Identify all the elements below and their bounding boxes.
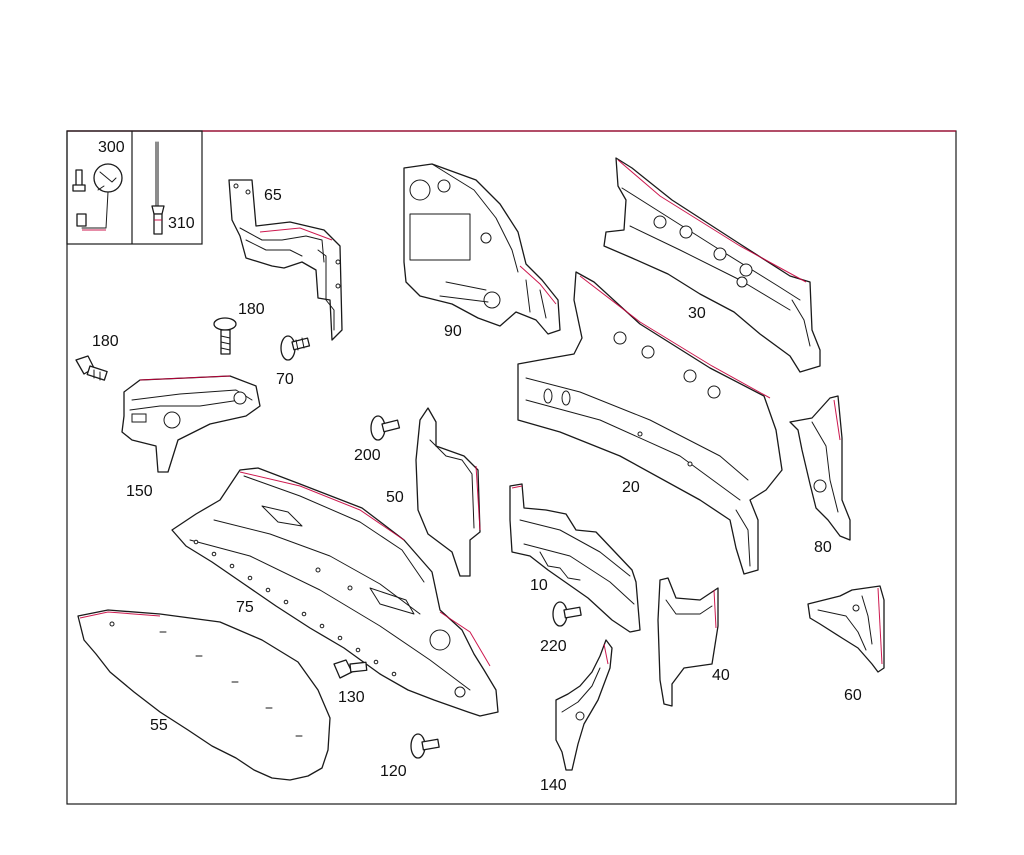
part-65-bracket[interactable] [228, 179, 343, 341]
label-130: 130 [338, 689, 365, 706]
part-180-screw-upper[interactable] [213, 317, 237, 355]
label-40: 40 [712, 667, 730, 684]
label-65: 65 [264, 187, 282, 204]
part-50-panel[interactable] [415, 407, 481, 577]
label-60: 60 [844, 687, 862, 704]
label-220: 220 [540, 638, 567, 655]
label-180-upper: 180 [238, 301, 265, 318]
label-30: 30 [688, 305, 706, 322]
label-150: 150 [126, 483, 153, 500]
part-40-panel[interactable] [657, 577, 719, 707]
label-310: 310 [168, 215, 195, 232]
part-60-bracket[interactable] [807, 585, 885, 673]
label-180-left: 180 [92, 333, 119, 350]
part-220-screw[interactable] [552, 601, 582, 627]
part-120-screw[interactable] [410, 733, 440, 759]
label-80: 80 [814, 539, 832, 556]
part-180-screw-left[interactable] [75, 355, 108, 381]
tool-inset-box [66, 130, 203, 245]
part-130-screw[interactable] [333, 659, 368, 679]
part-310-rivet[interactable] [151, 141, 165, 235]
part-300-bolt-wrench[interactable] [72, 163, 123, 231]
label-75: 75 [236, 599, 254, 616]
part-30-cross-member[interactable] [603, 157, 821, 373]
label-200: 200 [354, 447, 381, 464]
part-90-side-panel[interactable] [403, 163, 561, 335]
part-75-rear-panel[interactable] [171, 467, 499, 717]
label-55: 55 [150, 717, 168, 734]
part-80-side-bracket[interactable] [789, 395, 851, 541]
part-labels: 300 310 65 90 30 180 180 70 150 200 50 2… [92, 139, 862, 794]
label-70: 70 [276, 371, 294, 388]
part-55-parcel-shelf[interactable] [77, 609, 331, 781]
label-10: 10 [530, 577, 548, 594]
label-120: 120 [380, 763, 407, 780]
part-140-bracket[interactable] [555, 639, 613, 771]
part-200-screw[interactable] [370, 415, 401, 441]
label-140: 140 [540, 777, 567, 794]
label-300: 300 [98, 139, 125, 156]
label-90: 90 [444, 323, 462, 340]
part-10-panel[interactable] [509, 483, 641, 633]
part-70-screw[interactable] [280, 335, 311, 361]
part-150-bracket[interactable] [121, 375, 261, 473]
part-20-main-cross-member[interactable] [517, 271, 783, 575]
label-50: 50 [386, 489, 404, 506]
part-75-edge-holes [193, 539, 397, 677]
label-20: 20 [622, 479, 640, 496]
